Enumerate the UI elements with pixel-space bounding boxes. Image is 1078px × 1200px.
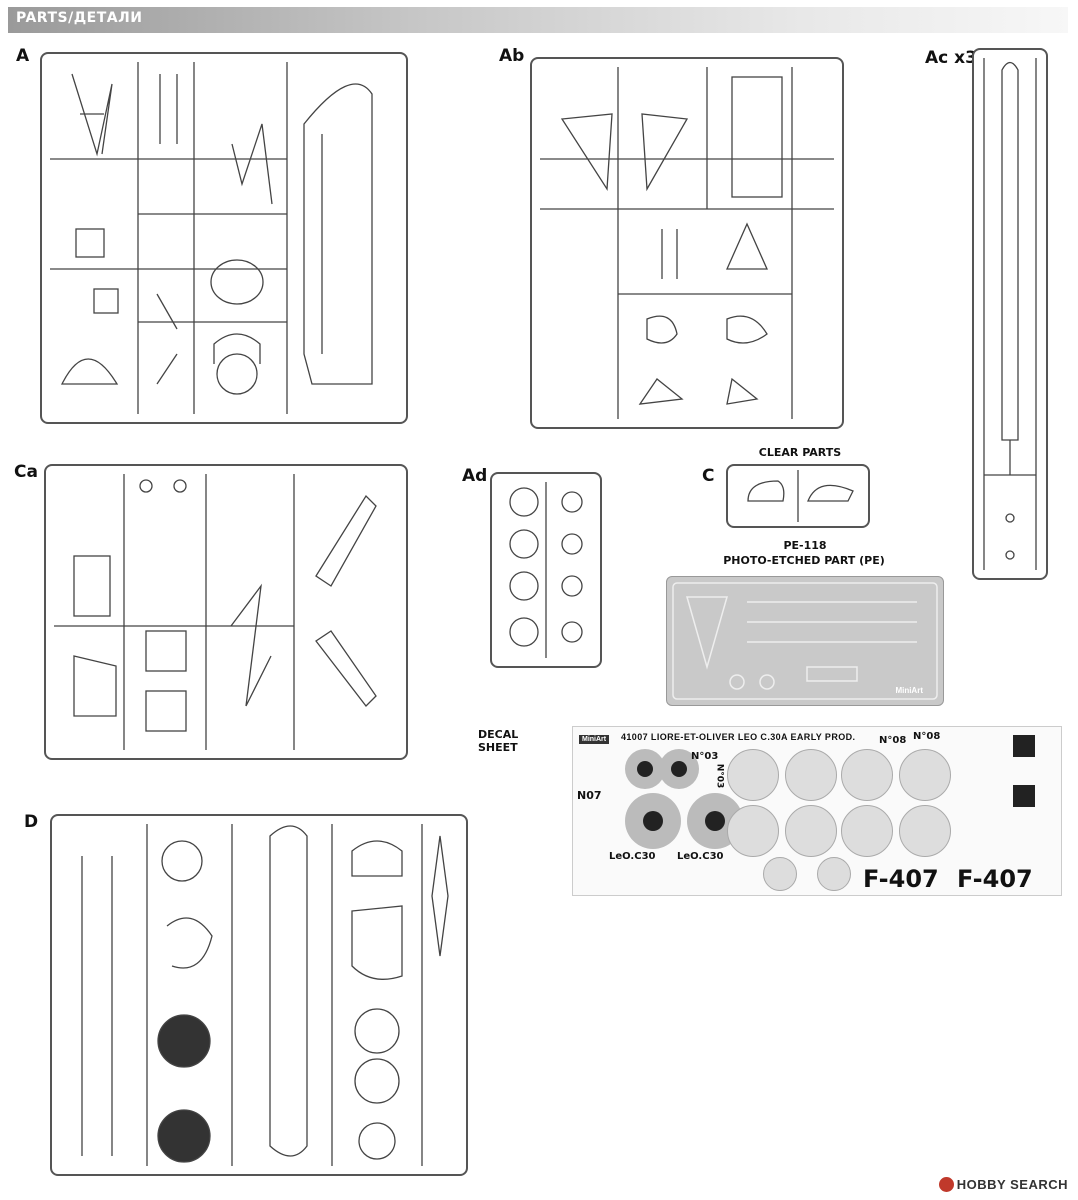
decal-sheet-label: DECAL SHEET [478, 728, 519, 754]
sprue-ab-label: Ab [499, 46, 525, 66]
decal-n03-b: N°03 [714, 763, 725, 789]
sprue-d-drawing [81, 824, 449, 1166]
sprue-a-drawing [50, 62, 373, 414]
decal-leo-1: LeO.C30 [609, 851, 656, 862]
roundel [659, 749, 699, 789]
roundel [841, 805, 893, 857]
decal-n03-a: N°03 [691, 751, 719, 762]
insignia-patch [1013, 785, 1035, 807]
sprue-ac-label: Ac x3 [925, 48, 977, 68]
pe-code-label: PE-118 [783, 539, 827, 552]
roundel [763, 857, 797, 891]
clear-parts-label: CLEAR PARTS [758, 446, 842, 459]
decal-title: 41007 LIORE-ET-OLIVER LEO C.30A EARLY PR… [621, 732, 856, 742]
section-header: PARTS/ДЕТАЛИ [8, 7, 1068, 33]
roundel [727, 749, 779, 801]
sprue-ad-label: Ad [462, 466, 488, 486]
sprue-ad-drawing [509, 482, 583, 658]
sprue-ac-frame [972, 48, 1048, 580]
pe-brand: MiniArt [895, 686, 923, 695]
sprue-d-label: D [24, 812, 39, 832]
sprue-ca-drawing [54, 474, 377, 750]
pe-title-label: PHOTO-ETCHED PART (PE) [723, 554, 885, 567]
hobbysearch-logo-icon [938, 1177, 954, 1192]
sprue-ab-frame [530, 57, 844, 429]
roundel [817, 857, 851, 891]
roundel [785, 805, 837, 857]
roundel [785, 749, 837, 801]
decal-brand: MiniArt [579, 735, 610, 744]
roundel [899, 805, 951, 857]
sprue-ca-frame [44, 464, 408, 760]
sprue-a-frame [40, 52, 408, 424]
sprue-c-label: C [702, 466, 715, 486]
sprue-a-label: A [16, 46, 30, 66]
decal-sheet: MiniArt 41007 LIORE-ET-OLIVER LEO C.30A … [572, 726, 1062, 896]
watermark: HOBBY SEARCH [938, 1177, 1068, 1192]
roundel [625, 793, 681, 849]
sprue-ab-drawing [540, 67, 834, 419]
sprue-d-frame [50, 814, 468, 1176]
section-title: PARTS/ДЕТАЛИ [16, 10, 143, 26]
decal-n08-b: N°08 [913, 731, 941, 742]
decal-leo-2: LeO.C30 [677, 851, 724, 862]
insignia-patch [1013, 735, 1035, 757]
photo-etched-sheet: MiniArt [666, 576, 944, 706]
sprue-ad-frame [490, 472, 602, 668]
roundel [625, 749, 665, 789]
sprue-c-drawing [747, 470, 854, 522]
decal-n08-a: N°08 [879, 735, 907, 746]
decal-f407-a: F-407 [863, 865, 939, 893]
sprue-ca-label: Ca [14, 462, 38, 482]
sprue-ac-drawing [983, 58, 1037, 570]
pe-drawing [672, 582, 938, 700]
roundel [899, 749, 951, 801]
roundel [841, 749, 893, 801]
watermark-text: HOBBY SEARCH [956, 1177, 1068, 1192]
decal-f407-b: F-407 [957, 865, 1033, 893]
roundel [727, 805, 779, 857]
decal-n07: N07 [577, 789, 602, 802]
sprue-c-frame [726, 464, 870, 528]
